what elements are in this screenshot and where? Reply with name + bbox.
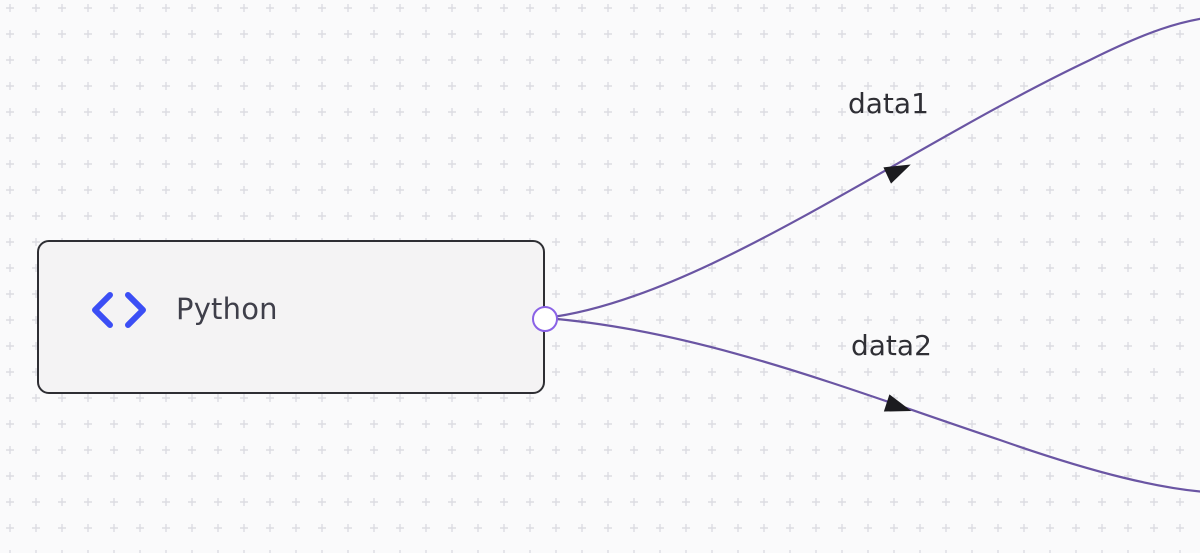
edge-data1-arrow-icon bbox=[883, 164, 911, 184]
output-port-handle[interactable] bbox=[532, 306, 558, 332]
code-brackets-icon bbox=[92, 292, 146, 328]
edge-data2-line bbox=[544, 316, 1200, 493]
edge-label-data1: data1 bbox=[848, 87, 929, 120]
edge-data1[interactable] bbox=[544, 17, 1200, 320]
edge-data2[interactable] bbox=[544, 316, 1200, 493]
edge-label-data2: data2 bbox=[851, 329, 932, 362]
edge-data1-line bbox=[544, 17, 1200, 320]
node-label: Python bbox=[176, 292, 278, 326]
edge-data2-arrow-icon bbox=[883, 394, 912, 412]
python-node[interactable]: Python bbox=[37, 240, 545, 394]
